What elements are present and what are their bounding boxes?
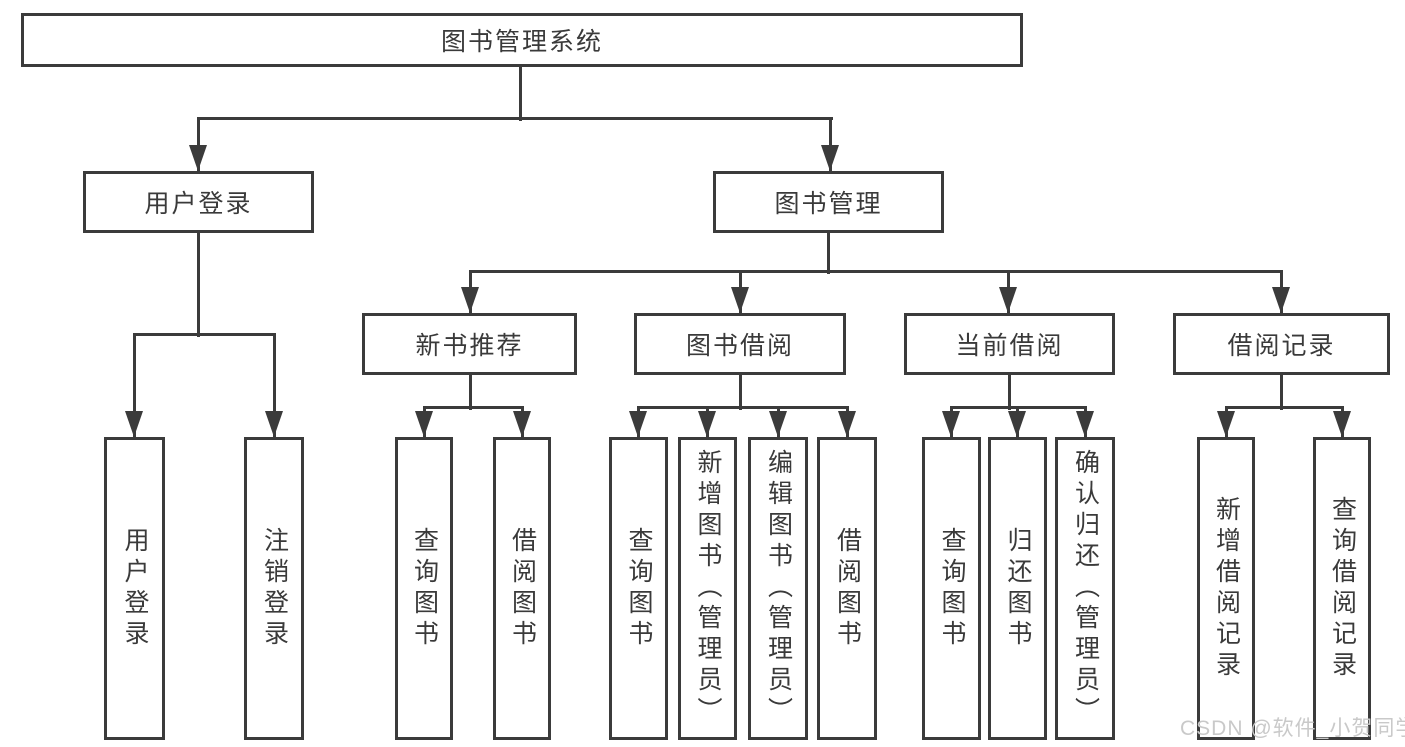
arrowhead-down-icon bbox=[942, 411, 960, 437]
arrowhead-down-icon bbox=[769, 411, 787, 437]
connector-hline bbox=[1225, 406, 1344, 409]
node-label: 当前借阅 bbox=[955, 332, 1064, 360]
node-label: 用户登录 bbox=[144, 190, 253, 218]
leaf-label: 借阅图书 bbox=[508, 526, 537, 651]
connector-vline bbox=[827, 233, 830, 274]
arrowhead-down-icon bbox=[999, 287, 1017, 313]
node-label: 图书管理系统 bbox=[440, 28, 603, 56]
connector-vline bbox=[273, 334, 276, 437]
leaf-logout: 注销登录 bbox=[244, 437, 304, 740]
connector-hline bbox=[133, 333, 276, 336]
leaf-add-borrow-record: 新增借阅记录 bbox=[1197, 437, 1255, 740]
arrowhead-down-icon bbox=[415, 411, 433, 437]
arrowhead-down-icon bbox=[513, 411, 531, 437]
connector-vline bbox=[519, 67, 522, 121]
arrowhead-down-icon bbox=[1217, 411, 1235, 437]
connector-vline bbox=[739, 375, 742, 410]
leaf-label: 借阅图书 bbox=[833, 526, 862, 651]
arrowhead-down-icon bbox=[629, 411, 647, 437]
connector-vline bbox=[1008, 375, 1011, 410]
leaf-query-books-recommend: 查询图书 bbox=[395, 437, 453, 740]
arrowhead-down-icon bbox=[1333, 411, 1351, 437]
arrowhead-down-icon bbox=[1272, 287, 1290, 313]
node-new-book-recommend: 新书推荐 bbox=[362, 313, 577, 375]
arrowhead-down-icon bbox=[1008, 411, 1026, 437]
node-borrowing-records: 借阅记录 bbox=[1173, 313, 1390, 375]
leaf-label: 查询图书 bbox=[410, 526, 439, 651]
arrowhead-down-icon bbox=[698, 411, 716, 437]
leaf-label: 归还图书 bbox=[1004, 526, 1032, 651]
arrowhead-down-icon bbox=[189, 145, 207, 171]
arrowhead-down-icon bbox=[1076, 411, 1094, 437]
leaf-confirm-return-admin: 确认归还（管理员） bbox=[1055, 437, 1115, 740]
connector-hline bbox=[197, 117, 833, 120]
node-current-borrowing: 当前借阅 bbox=[904, 313, 1115, 375]
arrowhead-down-icon bbox=[821, 145, 839, 171]
connector-vline bbox=[829, 118, 832, 171]
leaf-label: 注销登录 bbox=[260, 526, 289, 651]
leaf-label: 确认归还（管理员） bbox=[1071, 449, 1100, 728]
leaf-label: 用户登录 bbox=[121, 526, 149, 651]
leaf-label: 新增图书（管理员） bbox=[694, 449, 722, 728]
leaf-label: 编辑图书（管理员） bbox=[764, 449, 793, 728]
arrowhead-down-icon bbox=[125, 411, 143, 437]
connector-hline bbox=[637, 406, 849, 409]
leaf-borrow-books-recommend: 借阅图书 bbox=[493, 437, 551, 740]
connector-vline bbox=[197, 118, 200, 171]
arrowhead-down-icon bbox=[461, 287, 479, 313]
leaf-return-books: 归还图书 bbox=[988, 437, 1047, 740]
arrowhead-down-icon bbox=[731, 287, 749, 313]
leaf-add-books-admin: 新增图书（管理员） bbox=[678, 437, 737, 740]
leaf-query-borrow-record: 查询借阅记录 bbox=[1313, 437, 1371, 740]
connector-vline bbox=[133, 334, 136, 437]
connector-vline bbox=[1280, 375, 1283, 410]
arrowhead-down-icon bbox=[265, 411, 283, 437]
node-book-borrowing: 图书借阅 bbox=[634, 313, 846, 375]
csdn-watermark: CSDN @软件_小贺同学 bbox=[1180, 717, 1405, 740]
leaf-label: 查询图书 bbox=[938, 526, 966, 651]
node-label: 借阅记录 bbox=[1227, 332, 1336, 360]
node-label: 图书管理 bbox=[774, 190, 883, 218]
node-user-login: 用户登录 bbox=[83, 171, 314, 233]
leaf-label: 查询图书 bbox=[625, 526, 653, 651]
leaf-query-books-current: 查询图书 bbox=[922, 437, 981, 740]
node-root-library-system: 图书管理系统 bbox=[21, 13, 1023, 67]
leaf-borrow-books: 借阅图书 bbox=[817, 437, 877, 740]
leaf-edit-books-admin: 编辑图书（管理员） bbox=[748, 437, 808, 740]
connector-vline bbox=[469, 375, 472, 410]
connector-hline bbox=[423, 406, 524, 409]
leaf-label: 查询借阅记录 bbox=[1328, 495, 1357, 682]
leaf-user-login: 用户登录 bbox=[104, 437, 165, 740]
connector-vline bbox=[197, 233, 200, 337]
arrowhead-down-icon bbox=[838, 411, 856, 437]
node-book-management: 图书管理 bbox=[713, 171, 944, 233]
leaf-query-books-borrowing: 查询图书 bbox=[609, 437, 668, 740]
node-label: 新书推荐 bbox=[415, 332, 524, 360]
connector-hline bbox=[469, 270, 1283, 273]
leaf-label: 新增借阅记录 bbox=[1212, 495, 1241, 682]
node-label: 图书借阅 bbox=[685, 332, 794, 360]
